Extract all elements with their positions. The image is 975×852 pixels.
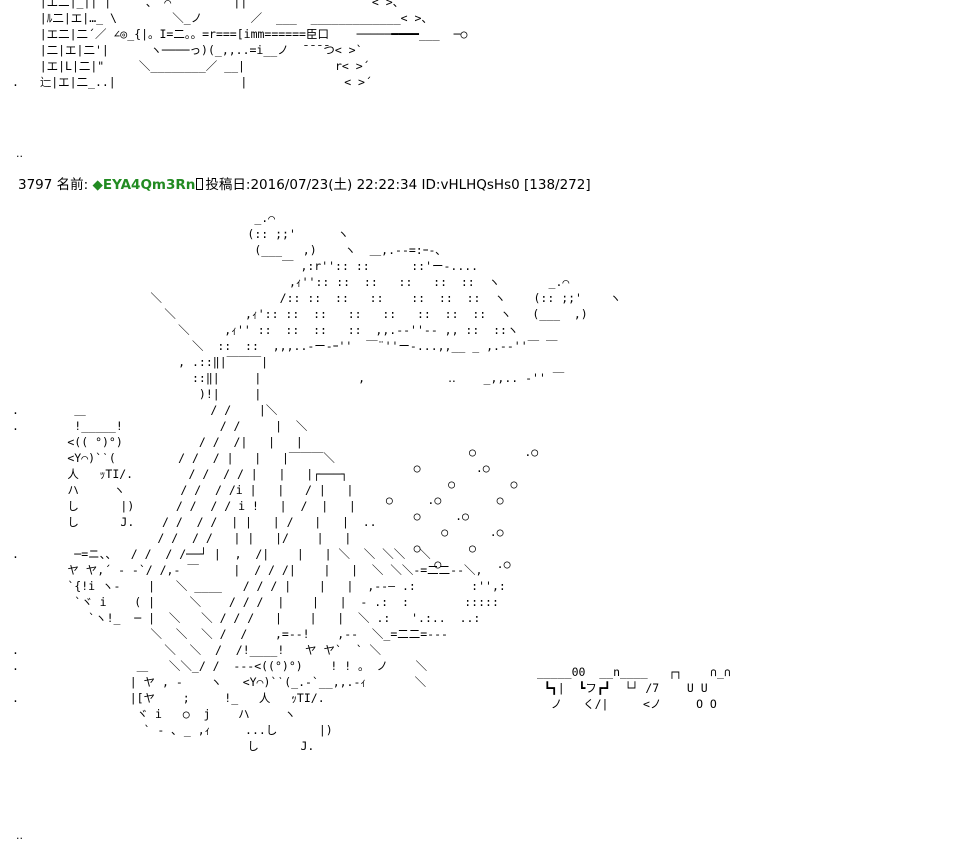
poster-trip[interactable]: ◆EYA4Qm3Rn [92, 177, 196, 193]
post-sign-art: _____00 __n____ ┌┐ ∩_∩ ┗┓| ┗フ┏┛ └┘ /7 U … [536, 665, 731, 711]
trailing-dots: .. [16, 829, 23, 842]
post-ascii-art: _.⌒ (:: ;;' ヽ (___ ,) ヽ ＿,.-‐=:ｰ-､ ￣ ,:r… [12, 211, 622, 753]
date-label: 投稿日: [205, 177, 251, 193]
separator-dots: .. [16, 147, 23, 160]
name-label: 名前: [56, 177, 89, 193]
post-count: [138/272] [524, 177, 591, 193]
post-date: 2016/07/23(土) 22:22:34 [250, 177, 418, 193]
post-header: 3797 名前: ◆EYA4Qm3Rn 投稿日:2016/07/23(土) 22:… [18, 176, 591, 194]
post-circles-art: ○ .○ ○ .○ ○ ○ [385, 445, 539, 571]
post-number: 3797 [18, 177, 53, 193]
previous-post-ascii-art: |エ二|_|| | 、 ⌒ˋ || < >、 |ﾙ二|エ|…_ \ ＼_ノ ／ … [12, 0, 468, 89]
post-id[interactable]: ID:vHLHQsHs0 [421, 177, 520, 193]
missing-glyph-icon [196, 178, 204, 190]
